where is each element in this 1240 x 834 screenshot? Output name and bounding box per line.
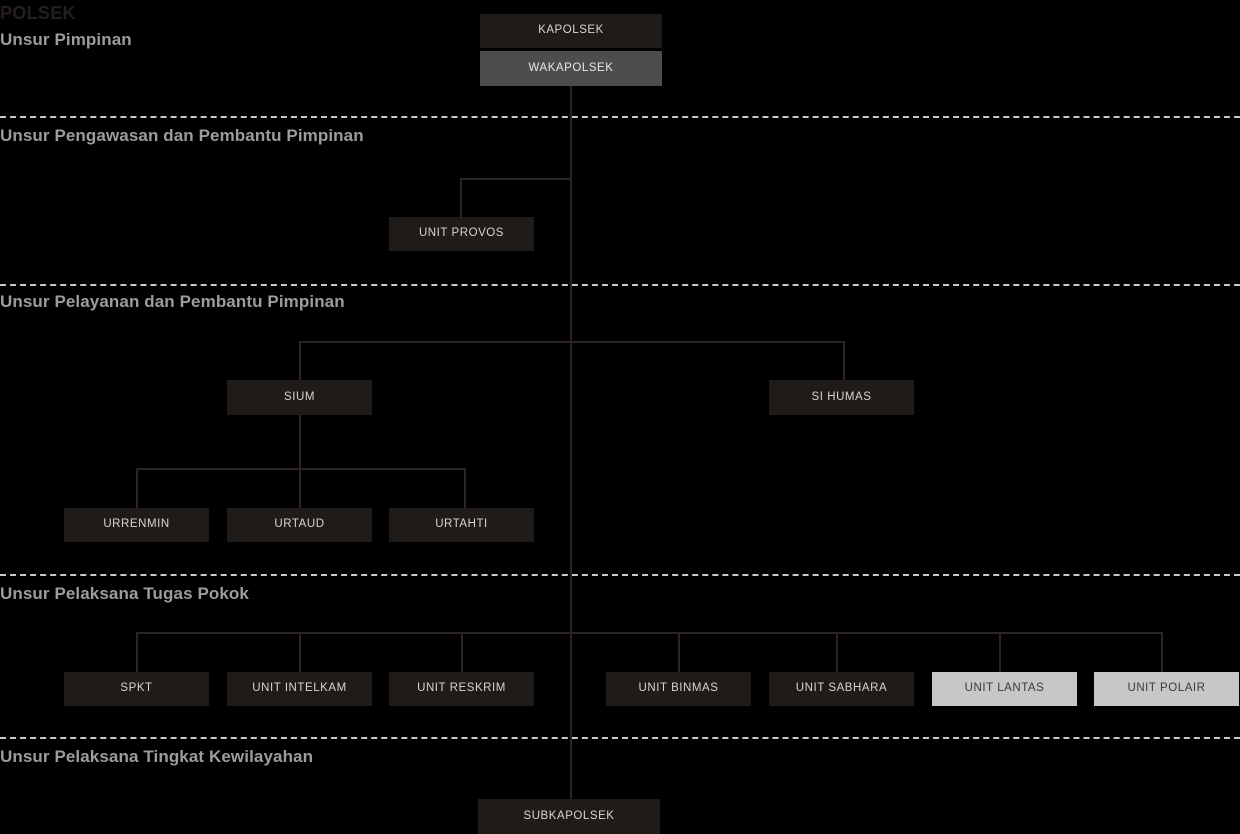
node-urtahti[interactable]: URTAHTI [389, 508, 534, 542]
connector-sium-drop [299, 341, 301, 382]
node-unit-polair[interactable]: UNIT POLAIR [1094, 672, 1239, 706]
connector-level5-horizontal [136, 632, 1163, 634]
spine-line-upper [570, 86, 572, 639]
section-label-unsur-pelayanan: Unsur Pelayanan dan Pembantu Pimpinan [0, 292, 345, 311]
connector-provos-horizontal [460, 178, 572, 180]
node-sium[interactable]: SIUM [227, 380, 372, 415]
divider-2 [0, 284, 1240, 286]
section-label-unsur-pelaksana-tugas-pokok: Unsur Pelaksana Tugas Pokok [0, 584, 249, 603]
connector-level3-horizontal [299, 341, 845, 343]
node-si-humas[interactable]: SI HUMAS [769, 380, 914, 415]
connector-unit-sabhara-drop [836, 632, 838, 672]
connector-sium-stem [299, 415, 301, 468]
connector-unit-reskrim-drop [461, 632, 463, 672]
node-unit-binmas[interactable]: UNIT BINMAS [606, 672, 751, 706]
node-subkapolsek[interactable]: SUBKAPOLSEK [478, 799, 660, 834]
node-unit-sabhara[interactable]: UNIT SABHARA [769, 672, 914, 706]
node-unit-provos[interactable]: UNIT PROVOS [389, 217, 534, 251]
connector-spkt-drop [136, 632, 138, 672]
node-kapolsek[interactable]: KAPOLSEK [480, 14, 662, 48]
section-label-unsur-pimpinan: Unsur Pimpinan [0, 30, 132, 49]
divider-3 [0, 574, 1240, 576]
node-unit-lantas[interactable]: UNIT LANTAS [932, 672, 1077, 706]
node-unit-reskrim[interactable]: UNIT RESKRIM [389, 672, 534, 706]
connector-unit-binmas-drop [678, 632, 680, 672]
connector-provos-drop [460, 178, 462, 219]
connector-urtahti-drop [464, 468, 466, 508]
connector-unit-lantas-drop [999, 632, 1001, 672]
node-spkt[interactable]: SPKT [64, 672, 209, 706]
connector-si-humas-drop [843, 341, 845, 382]
connector-urrenmin-drop [136, 468, 138, 508]
divider-1 [0, 116, 1240, 118]
spine-line-lower [570, 639, 572, 799]
connector-level4-horizontal [136, 468, 466, 470]
node-wakapolsek[interactable]: WAKAPOLSEK [480, 51, 662, 86]
connector-unit-intelkam-drop [299, 632, 301, 672]
node-unit-intelkam[interactable]: UNIT INTELKAM [227, 672, 372, 706]
node-urtaud[interactable]: URTAUD [227, 508, 372, 542]
page-title: POLSEK [0, 3, 76, 23]
divider-4 [0, 737, 1240, 739]
node-urrenmin[interactable]: URRENMIN [64, 508, 209, 542]
connector-urtaud-drop [299, 468, 301, 508]
section-label-unsur-pelaksana-kewilayahan: Unsur Pelaksana Tingkat Kewilayahan [0, 747, 314, 766]
section-label-unsur-pengawasan: Unsur Pengawasan dan Pembantu Pimpinan [0, 126, 364, 145]
connector-unit-polair-drop [1161, 632, 1163, 672]
